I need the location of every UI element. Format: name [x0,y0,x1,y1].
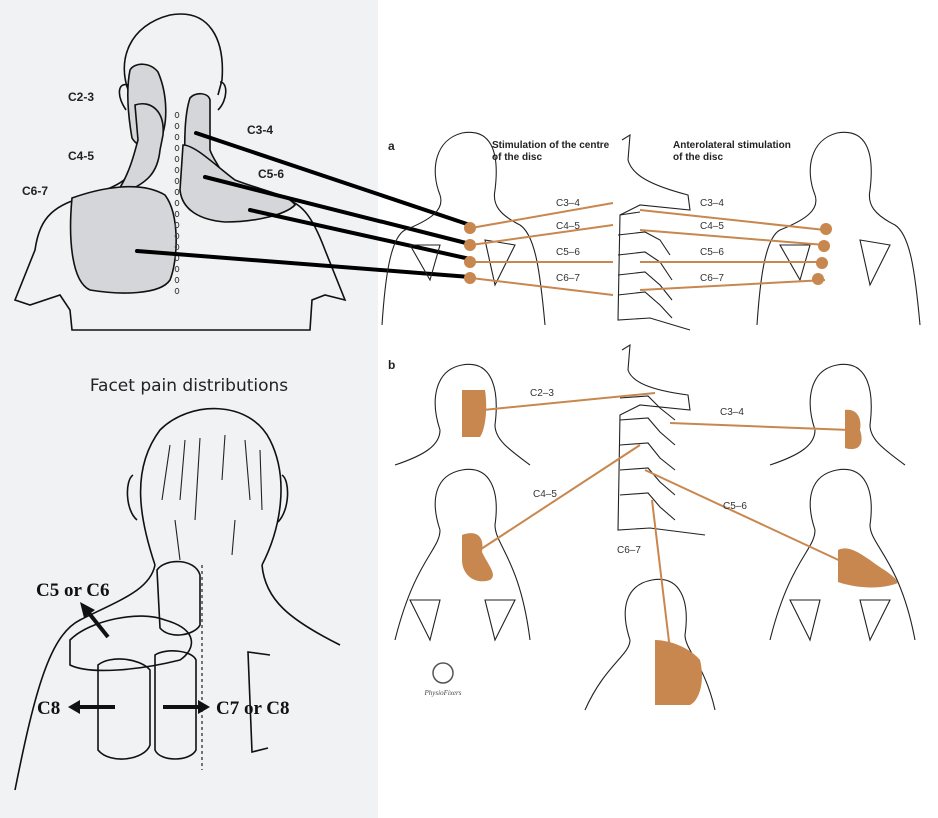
connector-line-c6-7 [135,249,472,279]
label-c3-4: C3-4 [247,123,273,137]
connector-line-c5-6 [248,208,472,261]
pain-dot [464,272,476,284]
panel-b-figure-c6-7 [584,578,716,711]
pain-dot [464,239,476,251]
pain-dot [818,240,830,252]
label-c5-or-c6: C5 or C6 [36,580,110,601]
vertebra-dot [174,188,180,196]
pain-dot [812,273,824,285]
panel-a-left-c6-7: C6–7 [556,273,580,284]
right-ear [277,474,289,523]
vertebra-dot [174,133,180,141]
right-ear [217,81,227,111]
panel-a-right-body [756,131,921,326]
panel-b-figure-c5-6 [769,468,916,642]
label-c4-5: C4-5 [68,149,94,163]
panel-a-connections [470,202,826,296]
c8-region [97,658,151,760]
panel-b-figure-c3-4 [769,363,906,466]
panel-b-c3-4: C3–4 [720,407,744,418]
vertebra-dot [174,265,180,273]
logo-icon [432,662,454,684]
panel-a-left-caption-line2: of the disc [492,152,542,163]
panel-a-right-c6-7: C6–7 [700,273,724,284]
vertebra-dot [174,232,180,240]
label-c8: C8 [37,698,60,719]
vertebra-dot [174,210,180,218]
panel-b-connections [474,392,861,651]
vertebra-dot [174,122,180,130]
head-outline [123,13,224,96]
connector-line-c3-4 [194,131,472,227]
panel-b-letter: b [388,358,395,372]
label-c6-7: C6-7 [22,184,48,198]
panel-b-c4-5: C4–5 [533,489,557,500]
label-c2-3: C2-3 [68,90,94,104]
arrow-c8 [68,700,115,714]
pain-dot [820,223,832,235]
panel-a-right-c5-6: C5–6 [700,247,724,258]
logo-text: PhysioFixers [424,689,462,697]
panel-b-figure-c2-3 [394,363,531,466]
pain-dot [464,256,476,268]
panel-a: a Stimulation of the centre of the disc … [381,131,921,331]
c4-5-area [112,103,164,197]
head-outline [139,407,282,566]
c5-c6-region [156,560,201,636]
panel-a-right-c3-4: C3–4 [700,198,724,209]
arrow-c7-c8 [163,700,210,714]
panel-b-c2-3: C2–3 [530,388,554,399]
label-c5-6: C5-6 [258,167,284,181]
physiofixers-logo: PhysioFixers [424,662,462,697]
panel-b-c6-7: C6–7 [617,545,641,556]
vertebra-dot [174,155,180,163]
left-ear [118,83,129,111]
spine-dots [174,111,180,295]
vertebra-dot [174,287,180,295]
panel-a-left-c3-4: C3–4 [556,198,580,209]
panel-a-left-c4-5: C4–5 [556,221,580,232]
panel-a-left-c5-6: C5–6 [556,247,580,258]
panel-a-spine [617,133,691,331]
panel-a-left-caption-line1: Stimulation of the centre [492,140,610,151]
panel-b-c5-6: C5–6 [723,501,747,512]
panel-a-right-c4-5: C4–5 [700,221,724,232]
c7-c8-region [154,650,197,760]
pain-dot [464,222,476,234]
panel-b: b [388,343,916,711]
connector-line-c4-5 [203,175,472,246]
hair-strokes [161,434,263,561]
vertebra-dot [174,221,180,229]
c6-region [69,615,193,672]
vertebra-dot [174,177,180,185]
vertebra-dot [174,276,180,284]
panel-a-right-caption-line2: of the disc [673,152,723,163]
panel-b-spine [617,343,706,536]
top-left-figure: C2-3 C3-4 C4-5 C5-6 C6-7 [13,13,472,331]
right-scapula [247,651,271,754]
panel-a-right-dots [812,223,832,285]
vertebra-dot [174,166,180,174]
vertebra-dot [174,199,180,207]
body-outline [14,564,341,791]
vertebra-dot [174,144,180,152]
c6-7-area [69,185,177,294]
panel-a-left-dots [464,222,476,284]
left-shoulder-outline [13,149,347,331]
label-c7-or-c8: C7 or C8 [216,698,290,719]
panel-a-letter: a [388,139,395,153]
pain-dot [816,257,828,269]
vertebra-dot [174,111,180,119]
facet-pain-title: Facet pain distributions [90,376,288,396]
arrow-c5-c6 [80,602,110,639]
left-ear [126,474,138,521]
panel-a-left-body [381,131,546,326]
panel-a-right-caption-line1: Anterolateral stimulation [673,140,791,151]
vertebra-dot [174,243,180,251]
bottom-left-figure: Facet pain distributions C5 or C6 C8 C7 … [14,376,341,791]
panel-b-figure-c4-5 [394,468,531,642]
